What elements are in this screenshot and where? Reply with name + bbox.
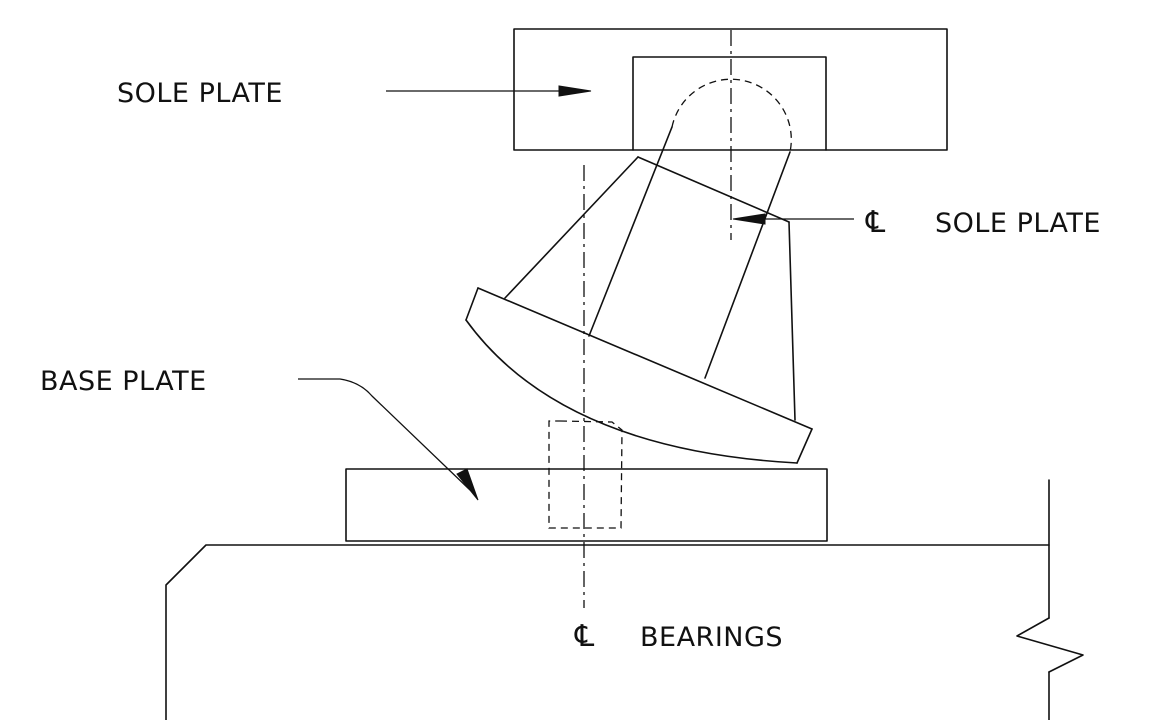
base-plate-leader xyxy=(298,378,479,501)
sole-plate-recess xyxy=(632,56,827,151)
sole-plate-label: SOLE PLATE xyxy=(117,78,283,109)
cl-sole-plate-symbol: ℄ xyxy=(865,205,885,240)
cl-sole-plate-leader xyxy=(732,213,854,225)
base-plate-label: BASE PLATE xyxy=(40,366,207,397)
pin-top-hidden xyxy=(671,78,792,153)
sole-plate-leader xyxy=(386,85,592,97)
pier-outline xyxy=(165,479,1084,720)
base-plate-outline xyxy=(345,468,828,542)
cl-bearings-symbol: ℄ xyxy=(574,619,594,654)
rocker xyxy=(465,126,813,464)
cl-sole-plate-label: SOLE PLATE xyxy=(935,208,1101,239)
anchor-bolt-hidden xyxy=(548,420,623,529)
cl-bearings-label: BEARINGS xyxy=(640,622,783,653)
